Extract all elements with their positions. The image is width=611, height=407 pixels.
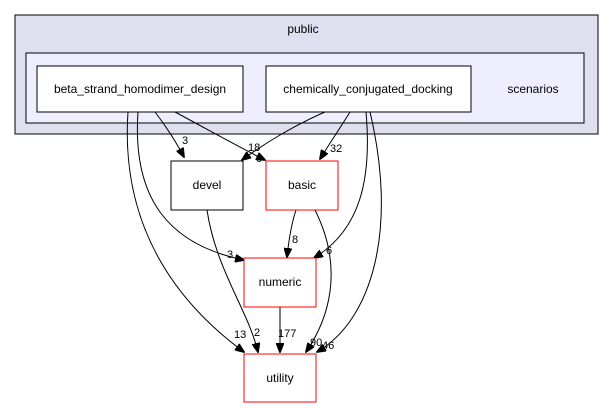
node-utility-frame[interactable]: [243, 353, 317, 403]
cluster-scenarios-label: scenarios: [507, 82, 558, 96]
edge-beta-basic: [174, 111, 265, 160]
node-chem-label[interactable]: chemically_conjugated_docking: [283, 82, 452, 96]
node-chem-frame[interactable]: [265, 65, 472, 113]
edge-label-chem-utility: 46: [322, 340, 334, 352]
edge-label-beta-basic: 18: [248, 142, 260, 154]
edge-label-beta-numeric: 3: [227, 249, 233, 261]
edge-label-chem-basic: 32: [330, 143, 342, 155]
node-devel[interactable]: devel: [170, 160, 244, 211]
node-basic[interactable]: basic: [265, 160, 339, 211]
edge-beta-utility: [126, 111, 244, 352]
node-utility[interactable]: utility: [243, 353, 317, 403]
node-basic-frame[interactable]: [265, 160, 339, 211]
edge-chem-numeric: [314, 111, 368, 258]
edge-basic-utility: [306, 209, 332, 352]
edge-label-numeric-utility: 177: [278, 328, 296, 340]
node-basic-label[interactable]: basic: [288, 178, 316, 192]
edge-devel-utility: [206, 209, 258, 352]
node-devel-frame[interactable]: [170, 160, 244, 211]
cluster-public-label: public: [287, 22, 318, 36]
edge-label-devel-utility: 2: [254, 327, 260, 339]
node-beta-strand-homodimer-design[interactable]: beta_strand_homodimer_design: [36, 65, 244, 113]
edge-chem-utility: [317, 111, 382, 352]
edge-label-beta-devel: 3: [182, 135, 188, 147]
edges: 3 18 3 13 6 32 6 46 2 8 90 177: [126, 111, 382, 352]
node-numeric-label[interactable]: numeric: [259, 275, 302, 289]
edge-label-basic-numeric: 8: [292, 234, 298, 246]
edge-beta-numeric: [136, 111, 244, 260]
node-beta-frame[interactable]: [36, 65, 244, 113]
node-chemically-conjugated-docking[interactable]: chemically_conjugated_docking: [265, 65, 472, 113]
edge-chem-devel: [242, 111, 326, 160]
node-devel-label[interactable]: devel: [193, 178, 222, 192]
node-numeric[interactable]: numeric: [243, 257, 317, 308]
node-beta-label[interactable]: beta_strand_homodimer_design: [54, 82, 226, 96]
node-utility-label[interactable]: utility: [266, 371, 293, 385]
edge-beta-devel: [154, 111, 184, 157]
edge-label-beta-utility: 13: [234, 329, 246, 341]
edge-label-basic-utility: 90: [310, 337, 322, 349]
edge-label-chem-devel: 6: [256, 153, 262, 165]
edge-basic-numeric: [287, 209, 297, 257]
node-numeric-frame[interactable]: [243, 257, 317, 308]
edge-chem-basic: [320, 111, 351, 159]
